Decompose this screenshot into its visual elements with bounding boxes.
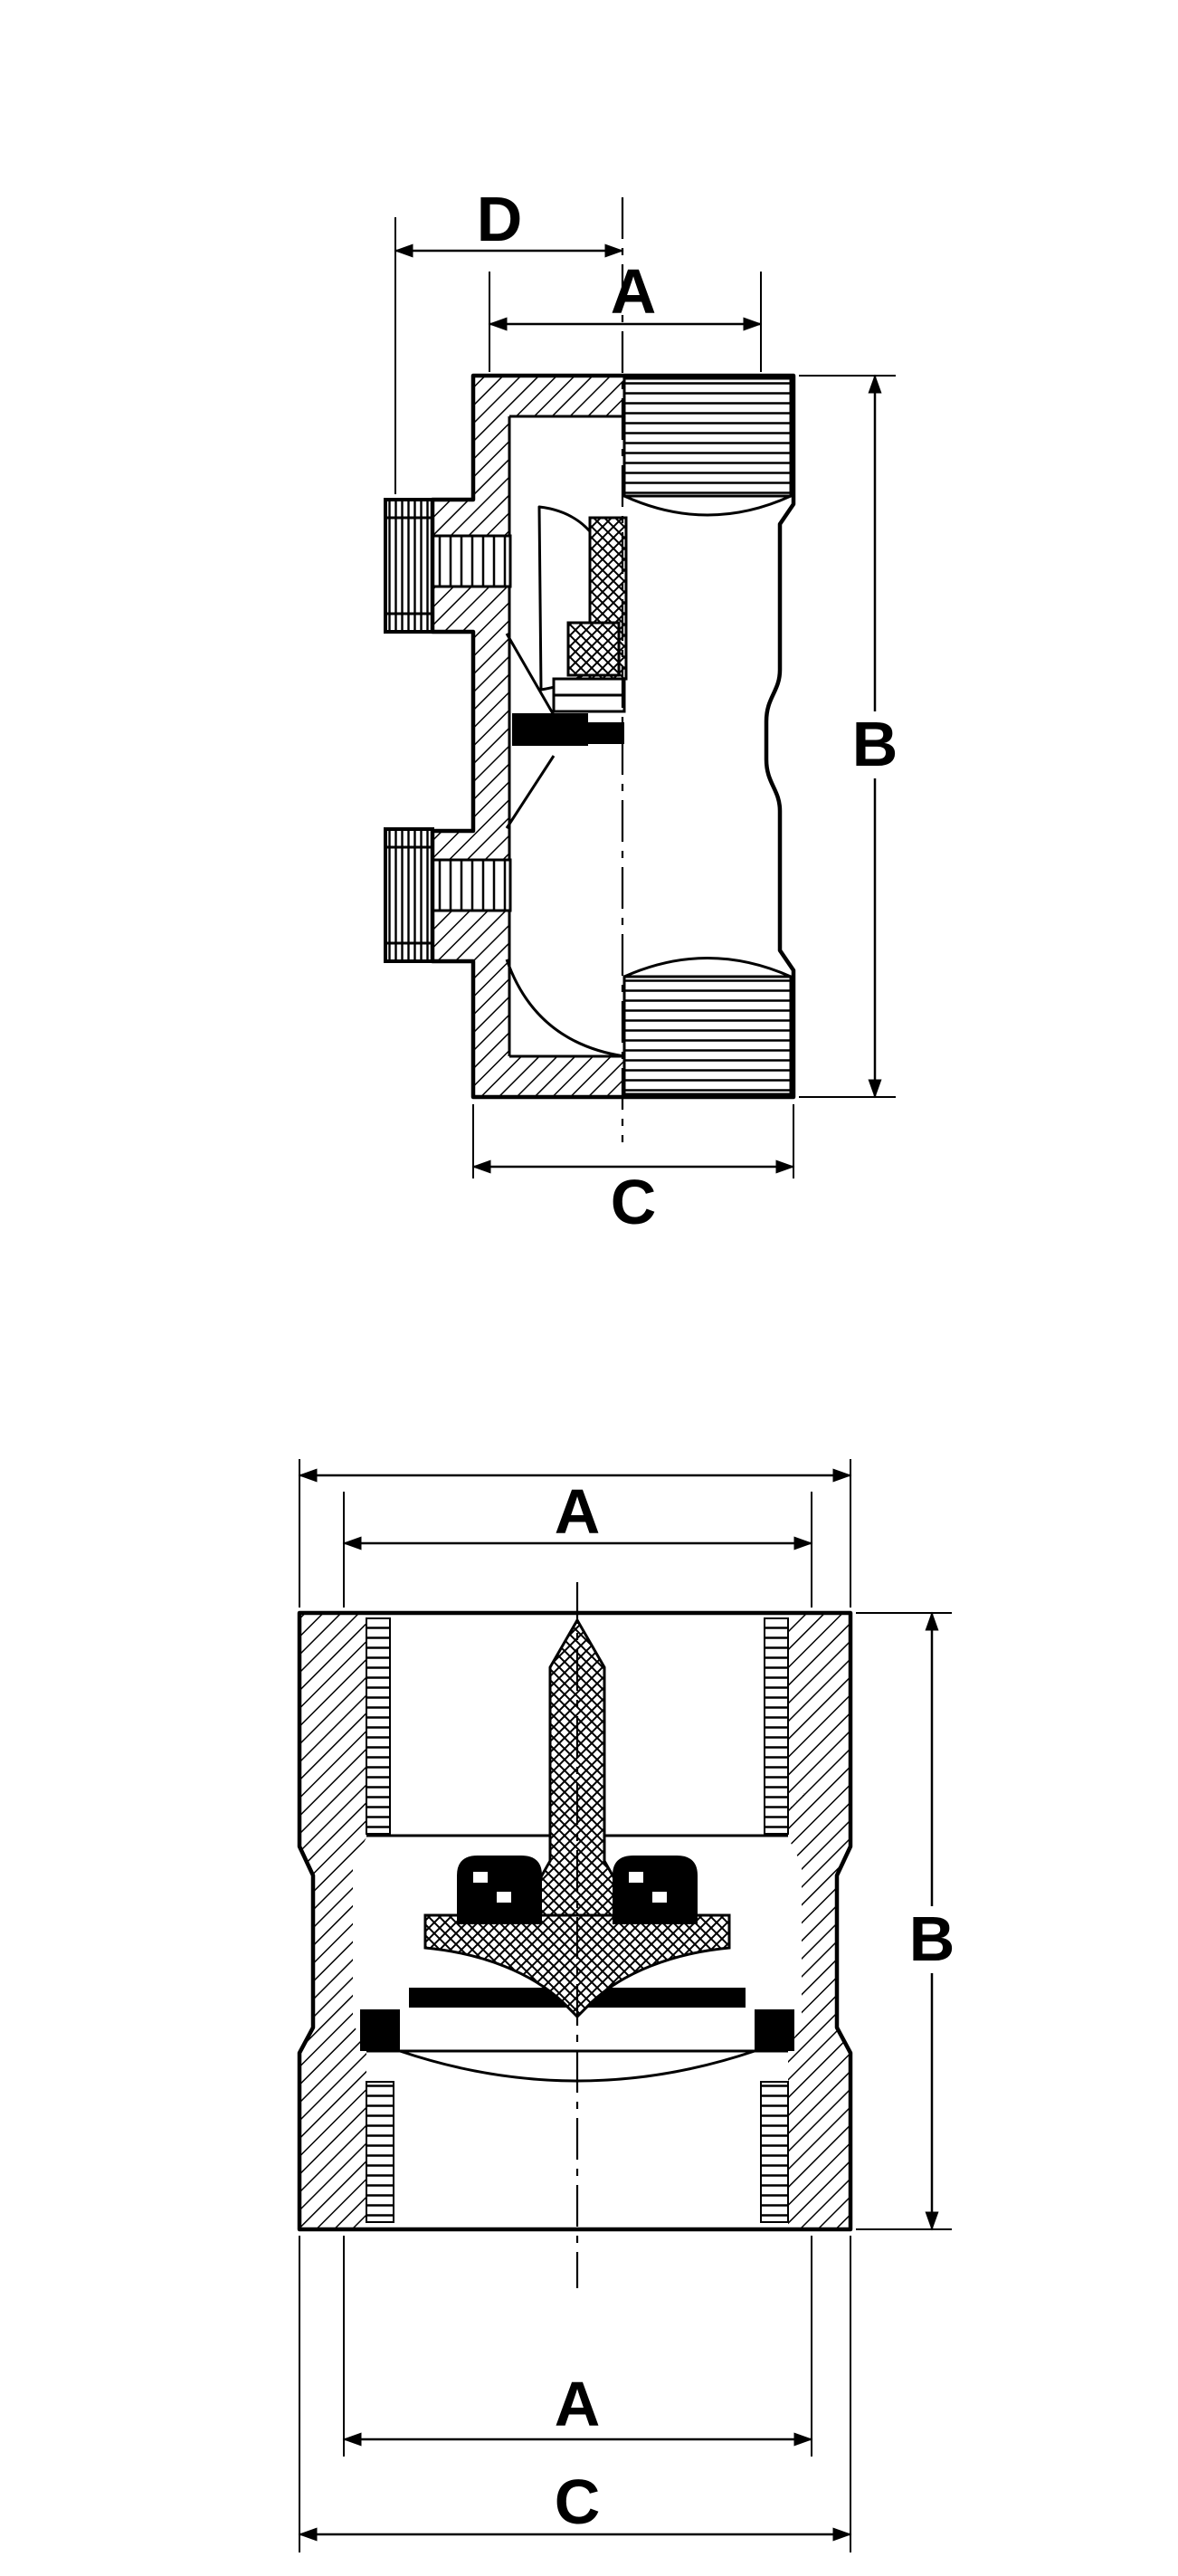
- valve-body-outline: [430, 373, 796, 1100]
- top-port-threads: [622, 377, 793, 498]
- spring-coil-right-1: [629, 1872, 643, 1883]
- spring-coil-left-2: [497, 1892, 511, 1903]
- bottom-port-thread-right: [760, 2081, 789, 2223]
- top-wall-hatch: [473, 376, 624, 416]
- dim-label-a-top: A: [555, 1476, 601, 1547]
- spring-pocket-right: [613, 1856, 698, 1924]
- top-figure: D A B C: [384, 184, 901, 1237]
- bottom-wall-hatch: [473, 1056, 624, 1097]
- seat-seal-black-2: [586, 722, 624, 744]
- bottom-figure-dimensions: A B A C: [298, 1459, 958, 2552]
- left-wall-hatch: [473, 376, 509, 1097]
- top-port-thread-left: [366, 1617, 391, 1835]
- seat-seal-black: [512, 713, 588, 746]
- valve-disc: [423, 1913, 731, 2019]
- lower-cap-shank: [431, 858, 512, 912]
- knurled-cap-lower: [384, 827, 434, 963]
- web-lower-line: [505, 755, 556, 829]
- lower-passage-curve: [505, 959, 625, 1058]
- dim-label-c: C: [555, 2466, 601, 2537]
- top-figure-body: [384, 373, 796, 1100]
- web-upper-line: [505, 633, 556, 716]
- dim-label-c: C: [611, 1167, 657, 1237]
- knurled-cap-upper: [384, 498, 434, 634]
- top-figure-dimensions: D A B C: [394, 184, 901, 1237]
- valve-body-outline: [297, 1610, 853, 2232]
- bottom-port-thread-left: [366, 2081, 394, 2223]
- upper-cap-shank: [431, 534, 512, 588]
- top-port-bore-curve: [623, 494, 792, 517]
- right-wall-hatch: [788, 1613, 850, 2229]
- spring-coil-left-1: [473, 1872, 488, 1883]
- bottom-port-bore-curve: [623, 957, 792, 978]
- seat-block-left: [360, 2009, 400, 2051]
- dim-label-a: A: [611, 256, 657, 327]
- dim-label-d: D: [477, 184, 523, 254]
- spring-coil-right-2: [652, 1892, 667, 1903]
- dim-label-b: B: [909, 1903, 955, 1974]
- bottom-port-threads: [622, 975, 793, 1096]
- spring-section: [566, 621, 621, 677]
- bottom-figure: A B A C: [297, 1459, 958, 2552]
- seat-block-right: [755, 2009, 794, 2051]
- top-port-thread-right: [764, 1617, 789, 1835]
- spring-pocket-left: [457, 1856, 542, 1924]
- dim-label-b: B: [852, 709, 898, 779]
- bottom-figure-body: [297, 1610, 853, 2232]
- dim-label-a-bottom: A: [555, 2369, 601, 2439]
- dim-label-b-mask: [849, 711, 901, 778]
- dim-label-b-mask: [906, 1906, 958, 1973]
- left-wall-hatch: [299, 1613, 366, 2229]
